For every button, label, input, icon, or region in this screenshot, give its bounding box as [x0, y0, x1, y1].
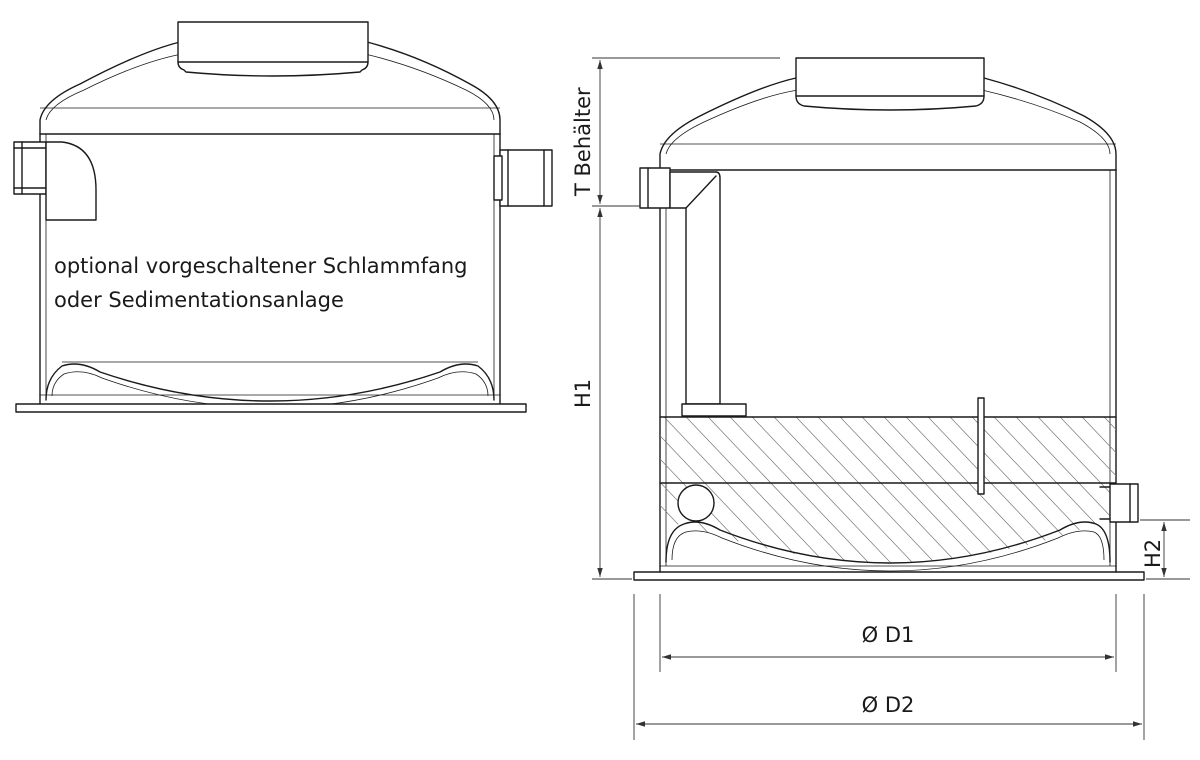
hatch-line — [911, 417, 1103, 562]
h2-label: H2 — [1141, 539, 1165, 568]
right-tank-lid — [795, 57, 985, 111]
right-tank-outlet-pipe — [1109, 483, 1139, 523]
hatch-line — [1132, 400, 1200, 600]
right-tank-pipe-foot — [681, 403, 747, 417]
hatch-line — [1154, 400, 1200, 600]
right-tank-base-flange — [633, 571, 1145, 581]
right-tank-bottom-dish — [665, 521, 1111, 564]
d2-label: Ø D2 — [862, 693, 915, 717]
hatch-line — [823, 417, 1015, 562]
hatch-line — [660, 417, 751, 562]
note-line-2: oder Sedimentationsanlage — [54, 288, 344, 312]
left-tank-bottom-dish — [45, 363, 495, 402]
h1-label: H1 — [571, 379, 595, 408]
right-tank-level-rod — [977, 397, 985, 495]
hatch-line — [977, 417, 1116, 562]
left-tank-dome — [39, 41, 501, 135]
hatch-line — [779, 417, 971, 562]
hatch-line — [757, 417, 949, 562]
hatch-line — [713, 417, 905, 562]
hatch-line — [669, 417, 861, 562]
left-tank-inlet-pipe — [13, 141, 47, 195]
left-tank-inlet-elbow — [45, 141, 97, 221]
filter-material-hatch — [660, 400, 1200, 600]
left-tank: optional vorgeschaltener Schlammfang ode… — [13, 21, 553, 413]
hatch-line — [660, 417, 839, 562]
left-tank-lid — [177, 21, 369, 77]
d1-label: Ø D1 — [862, 623, 915, 647]
hatch-line — [1043, 417, 1116, 562]
hatch-line — [955, 417, 1116, 562]
hatch-line — [1021, 417, 1116, 562]
hatch-line — [1087, 417, 1116, 562]
note-line-1: optional vorgeschaltener Schlammfang — [54, 254, 467, 278]
hatch-line — [1176, 400, 1200, 600]
hatch-line — [660, 417, 817, 562]
right-tank — [633, 57, 1200, 600]
hatch-line — [660, 417, 773, 562]
hatch-line — [999, 417, 1116, 562]
hatch-line — [933, 417, 1116, 562]
hatch-line — [1065, 417, 1116, 562]
dimension-lines: T Behälter H1 H2 Ø D1 Ø D2 — [571, 57, 1190, 740]
t-behaelter-label: T Behälter — [571, 87, 595, 197]
hatch-line — [735, 417, 927, 562]
hatch-line — [867, 417, 1059, 562]
hatch-line — [845, 417, 1037, 562]
left-tank-base-flange — [15, 403, 527, 413]
hatch-line — [691, 417, 883, 562]
right-tank-inlet-elbow — [669, 171, 721, 405]
right-tank-inlet-pipe — [639, 167, 671, 209]
hatch-line — [889, 417, 1081, 562]
right-tank-drain-port — [677, 484, 715, 522]
hatch-line — [801, 417, 993, 562]
